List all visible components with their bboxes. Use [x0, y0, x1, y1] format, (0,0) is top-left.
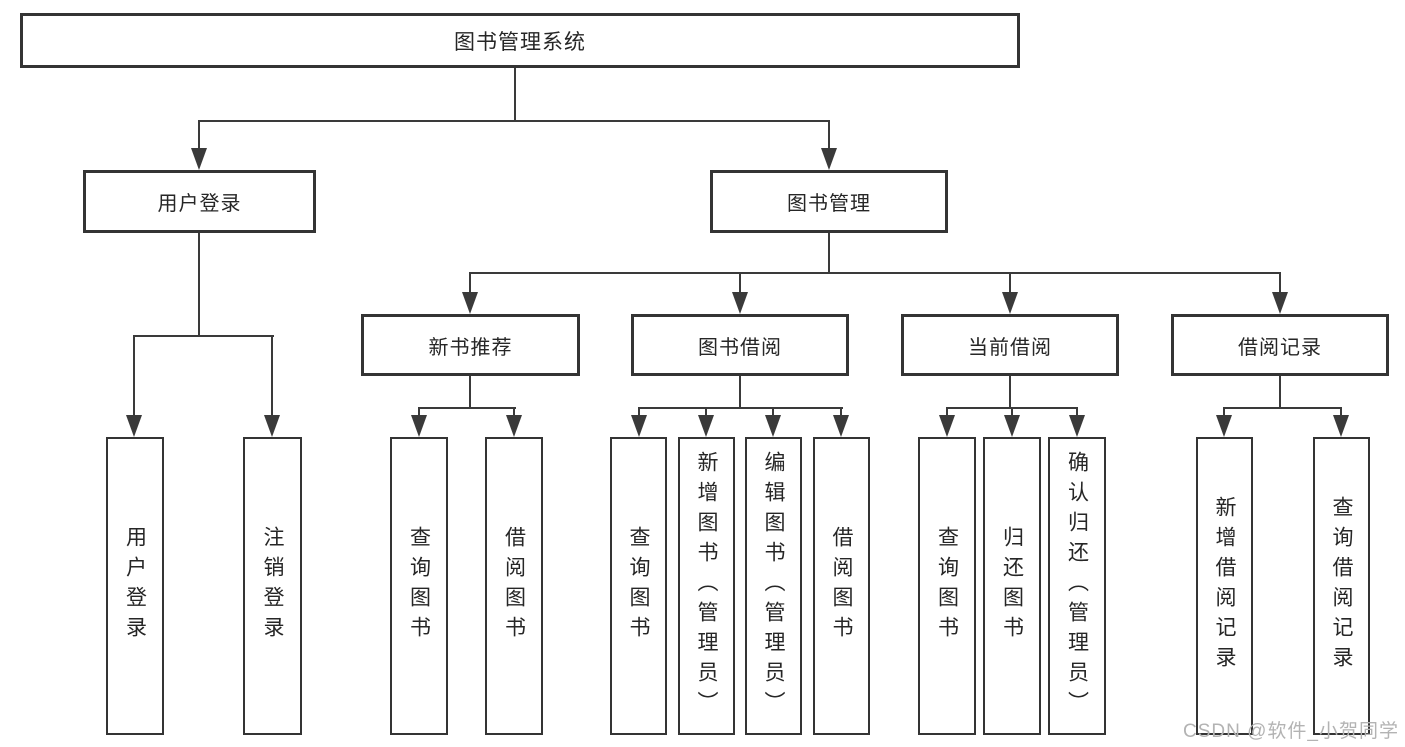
connector-segment: [1279, 376, 1281, 409]
node-label: 图书借阅: [698, 336, 782, 359]
connector-segment: [1224, 407, 1342, 409]
node-book-borrowing: 图书借阅: [631, 314, 849, 376]
node-label: 确认归还（管理员）: [1065, 451, 1089, 721]
arrow-down-icon: [1216, 415, 1232, 437]
arrow-down-icon: [698, 415, 714, 437]
connector-segment: [469, 272, 471, 296]
leaf-add-books-admin: 新增图书（管理员）: [678, 437, 735, 735]
connector-segment: [514, 68, 516, 120]
connector-segment: [772, 407, 774, 419]
node-label: 编辑图书（管理员）: [762, 451, 785, 721]
leaf-user-login: 用户登录: [106, 437, 164, 735]
arrow-down-icon: [1069, 415, 1085, 437]
arrow-down-icon: [732, 292, 748, 314]
node-label: 当前借阅: [968, 336, 1052, 359]
arrow-down-icon: [765, 415, 781, 437]
arrow-down-icon: [126, 415, 142, 437]
node-user-login: 用户登录: [83, 170, 316, 233]
connector-segment: [1009, 376, 1011, 409]
node-library-management-system: 图书管理系统: [20, 13, 1020, 68]
node-label: 注销登录: [261, 526, 284, 646]
leaf-query-books-3: 查询图书: [918, 437, 976, 735]
arrow-down-icon: [1004, 415, 1020, 437]
connector-segment: [1223, 407, 1225, 419]
leaf-logout: 注销登录: [243, 437, 302, 735]
arrow-down-icon: [506, 415, 522, 437]
arrow-down-icon: [191, 148, 207, 170]
connector-segment: [1009, 272, 1011, 296]
arrow-down-icon: [939, 415, 955, 437]
connector-segment: [418, 407, 420, 419]
arrow-down-icon: [1272, 292, 1288, 314]
node-label: 用户登录: [157, 193, 242, 215]
connector-segment: [828, 233, 830, 274]
node-label: 图书管理系统: [454, 30, 586, 54]
arrow-down-icon: [821, 148, 837, 170]
connector-segment: [946, 407, 948, 419]
node-label: 查询借阅记录: [1330, 496, 1353, 676]
connector-segment: [134, 335, 274, 337]
connector-segment: [1076, 407, 1078, 419]
connector-segment: [419, 407, 516, 409]
leaf-edit-books-admin: 编辑图书（管理员）: [745, 437, 802, 735]
leaf-query-books-2: 查询图书: [610, 437, 667, 735]
node-label: 归还图书: [1000, 526, 1024, 646]
node-label: 新增借阅记录: [1213, 496, 1236, 676]
connector-segment: [271, 335, 273, 417]
connector-segment: [739, 272, 741, 296]
leaf-query-borrow-record: 查询借阅记录: [1313, 437, 1370, 735]
leaf-borrow-books-2: 借阅图书: [813, 437, 870, 735]
connector-segment: [639, 407, 843, 409]
connector-segment: [513, 407, 515, 419]
connector-segment: [133, 335, 135, 417]
arrow-down-icon: [1002, 292, 1018, 314]
connector-segment: [1279, 272, 1281, 296]
connector-segment: [1011, 407, 1013, 419]
arrow-down-icon: [462, 292, 478, 314]
arrow-down-icon: [264, 415, 280, 437]
arrow-down-icon: [631, 415, 647, 437]
node-book-management: 图书管理: [710, 170, 948, 233]
csdn-watermark: CSDN @软件_小贺同学: [1183, 721, 1399, 742]
leaf-return-books: 归还图书: [983, 437, 1041, 735]
connector-segment: [198, 233, 200, 337]
connector-segment: [739, 376, 741, 409]
connector-segment: [828, 120, 830, 152]
node-new-book-recommendation: 新书推荐: [361, 314, 580, 376]
node-label: 借阅图书: [830, 526, 853, 646]
leaf-confirm-return-admin: 确认归还（管理员）: [1048, 437, 1106, 735]
arrow-down-icon: [411, 415, 427, 437]
node-label: 查询图书: [935, 526, 959, 646]
leaf-query-books-1: 查询图书: [390, 437, 448, 735]
node-label: 查询图书: [407, 526, 431, 646]
leaf-add-borrow-record: 新增借阅记录: [1196, 437, 1253, 735]
node-label: 借阅记录: [1238, 336, 1322, 359]
connector-segment: [1340, 407, 1342, 419]
connector-segment: [638, 407, 640, 419]
connector-segment: [199, 120, 830, 122]
connector-segment: [469, 376, 471, 409]
node-borrowing-records: 借阅记录: [1171, 314, 1389, 376]
node-label: 查询图书: [627, 526, 650, 646]
arrow-down-icon: [1333, 415, 1349, 437]
leaf-borrow-books-1: 借阅图书: [485, 437, 543, 735]
node-label: 用户登录: [123, 526, 147, 646]
connector-segment: [198, 120, 200, 152]
node-label: 新书推荐: [428, 336, 513, 359]
node-current-borrowing: 当前借阅: [901, 314, 1119, 376]
connector-segment: [470, 272, 1281, 274]
connector-segment: [705, 407, 707, 419]
node-label: 新增图书（管理员）: [695, 451, 718, 721]
arrow-down-icon: [833, 415, 849, 437]
connector-segment: [840, 407, 842, 419]
node-label: 图书管理: [787, 193, 871, 215]
node-label: 借阅图书: [502, 526, 526, 646]
